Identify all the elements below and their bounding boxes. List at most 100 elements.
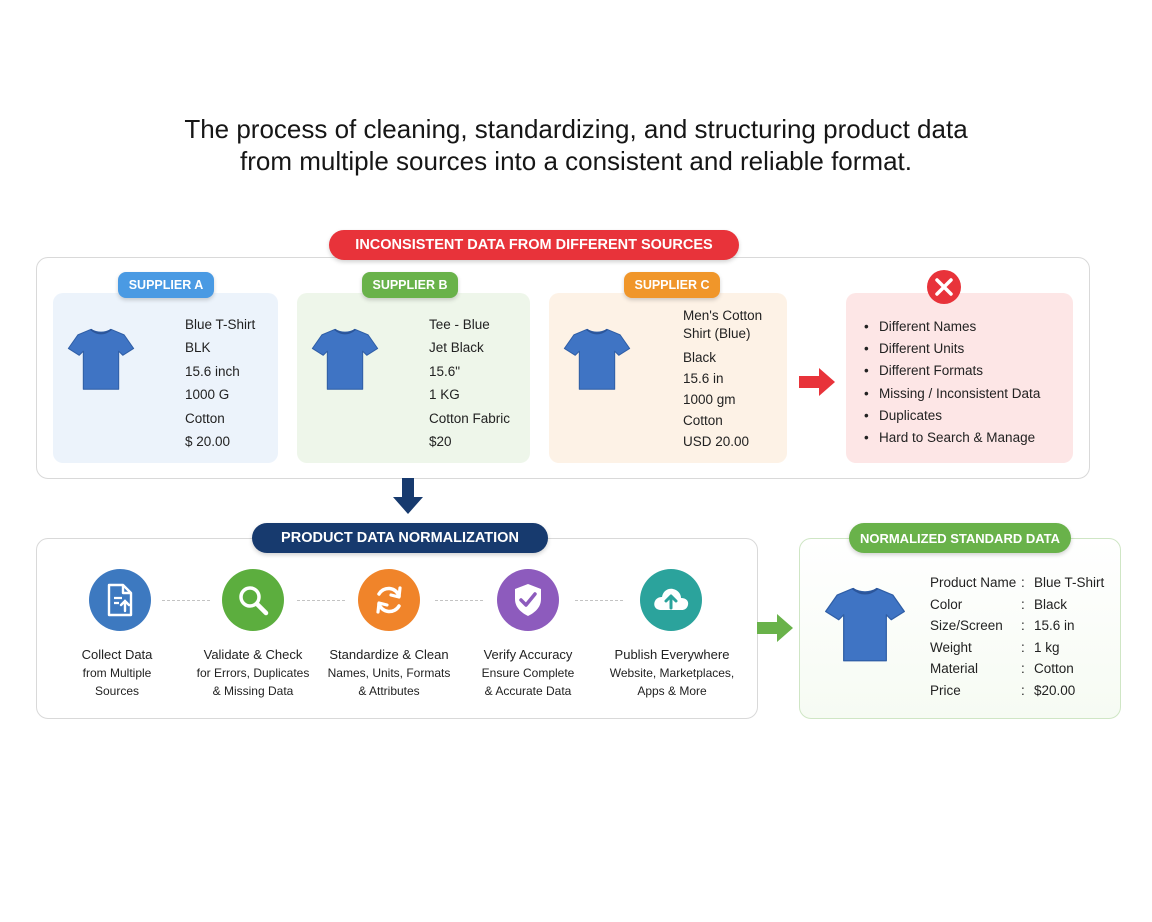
step-line: Apps & More [637, 684, 707, 698]
supplier-c-card: Men's Cotton Shirt (Blue) Black 15.6 in … [549, 293, 787, 463]
connector [297, 600, 345, 601]
subtitle-line-2: from multiple sources into a consistent … [240, 146, 912, 176]
step-title: Collect Data [81, 647, 153, 662]
arrow-right-icon [757, 614, 793, 642]
detail-line: Cotton [683, 413, 723, 428]
list-item: Missing / Inconsistent Data [864, 383, 1040, 405]
list-item: Hard to Search & Manage [864, 427, 1040, 449]
connector [162, 600, 210, 601]
tshirt-icon [563, 320, 631, 396]
list-item: Different Formats [864, 360, 1040, 382]
detail-line: Shirt (Blue) [683, 326, 751, 341]
step-line: & Missing Data [212, 684, 294, 698]
step-title: Publish Everywhere [614, 647, 730, 662]
detail-line: 1 KG [429, 387, 460, 403]
supplier-b-label: SUPPLIER B [362, 272, 458, 298]
attribute-value: 15.6 in [1034, 618, 1075, 634]
table-row: Price : $20.00 [930, 680, 1120, 702]
detail-line: Blue T-Shirt [185, 317, 256, 332]
attribute-value: Blue T-Shirt [1034, 575, 1105, 590]
normalization-banner: PRODUCT DATA NORMALIZATION [252, 523, 548, 553]
detail-line: BLK [185, 340, 211, 356]
step-validate: Validate & Check for Errors, Duplicates … [178, 645, 328, 700]
detail-line: 15.6 inch [185, 363, 240, 379]
step-line: Ensure Complete [481, 666, 575, 680]
list-item: Different Units [864, 338, 1040, 360]
table-row: Material : Cotton [930, 658, 1120, 680]
detail-line: Cotton Fabric [429, 410, 511, 426]
normalized-attributes-table: Product Name : Blue T-Shirt Color : Blac… [930, 572, 1120, 702]
connector [435, 600, 483, 601]
step-line: from Multiple [82, 666, 152, 680]
table-row: Size/Screen : 15.6 in [930, 615, 1120, 637]
shield-check-icon [497, 569, 559, 631]
cloud-upload-icon [640, 569, 702, 631]
separator: : [1021, 596, 1025, 612]
issues-list: Different Names Different Units Differen… [864, 316, 1040, 449]
separator: : [1021, 661, 1025, 677]
detail-line: Cotton [185, 410, 225, 426]
attribute-value: Cotton [1034, 661, 1074, 677]
list-item: Duplicates [864, 405, 1040, 427]
attribute-value: 1 kg [1034, 639, 1060, 655]
step-line: Website, Marketplaces, [609, 666, 735, 680]
subtitle-line-1: The process of cleaning, standardizing, … [184, 114, 968, 144]
separator: : [1021, 682, 1025, 698]
detail-line: Black [683, 350, 717, 365]
document-upload-icon [89, 569, 151, 631]
step-collect: Collect Data from Multiple Sources [42, 645, 192, 700]
detail-line: Tee - Blue [429, 317, 490, 332]
attribute-name: Weight [930, 639, 972, 655]
detail-line: 15.6 in [683, 371, 724, 386]
detail-line: Jet Black [429, 340, 484, 356]
detail-line: Men's Cotton [683, 308, 763, 323]
separator: : [1021, 639, 1025, 655]
step-line: for Errors, Duplicates [196, 666, 310, 680]
arrow-right-icon [799, 368, 835, 396]
detail-line: 1000 G [185, 387, 230, 403]
page-subtitle: The process of cleaning, standardizing, … [0, 113, 1152, 177]
supplier-c-label: SUPPLIER C [624, 272, 720, 298]
attribute-name: Color [930, 596, 963, 612]
detail-line: $20 [429, 433, 452, 449]
tshirt-icon [311, 320, 379, 396]
detail-line: $ 20.00 [185, 433, 231, 449]
separator: : [1021, 618, 1025, 634]
supplier-a-card: Blue T-Shirt BLK 15.6 inch 1000 G Cotton… [53, 293, 278, 463]
detail-line: 1000 gm [683, 392, 736, 407]
step-publish: Publish Everywhere Website, Marketplaces… [597, 645, 747, 700]
supplier-a-label: SUPPLIER A [118, 272, 214, 298]
table-row: Product Name : Blue T-Shirt [930, 572, 1120, 594]
step-title: Standardize & Clean [329, 647, 449, 662]
attribute-value: Black [1034, 596, 1068, 612]
detail-line: USD 20.00 [683, 434, 750, 449]
normalized-data-banner: NORMALIZED STANDARD DATA [849, 523, 1071, 553]
tshirt-icon [815, 582, 915, 664]
separator: : [1021, 575, 1025, 590]
connector [575, 600, 623, 601]
close-icon [927, 270, 961, 304]
attribute-name: Price [930, 682, 961, 698]
step-title: Verify Accuracy [483, 647, 573, 662]
inconsistent-data-banner: INCONSISTENT DATA FROM DIFFERENT SOURCES [329, 230, 739, 260]
table-row: Weight : 1 kg [930, 637, 1120, 659]
supplier-a-details: Blue T-Shirt BLK 15.6 inch 1000 G Cotton… [185, 313, 255, 453]
step-verify: Verify Accuracy Ensure Complete & Accura… [453, 645, 603, 700]
refresh-icon [358, 569, 420, 631]
step-line: Names, Units, Formats [327, 666, 451, 680]
attribute-value: $20.00 [1034, 682, 1076, 698]
supplier-b-details: Tee - Blue Jet Black 15.6" 1 KG Cotton F… [429, 313, 510, 453]
step-line: Sources [94, 684, 140, 698]
step-standardize: Standardize & Clean Names, Units, Format… [314, 645, 464, 700]
search-icon [222, 569, 284, 631]
attribute-name: Product Name [930, 575, 1017, 590]
issues-card: Different Names Different Units Differen… [846, 293, 1073, 463]
step-line: & Attributes [358, 684, 420, 698]
step-line: & Accurate Data [484, 684, 572, 698]
attribute-name: Material [930, 661, 979, 677]
detail-line: 15.6" [429, 363, 461, 379]
step-title: Validate & Check [203, 647, 303, 662]
attribute-name: Size/Screen [930, 618, 1003, 634]
supplier-b-card: Tee - Blue Jet Black 15.6" 1 KG Cotton F… [297, 293, 530, 463]
table-row: Color : Black [930, 594, 1120, 616]
